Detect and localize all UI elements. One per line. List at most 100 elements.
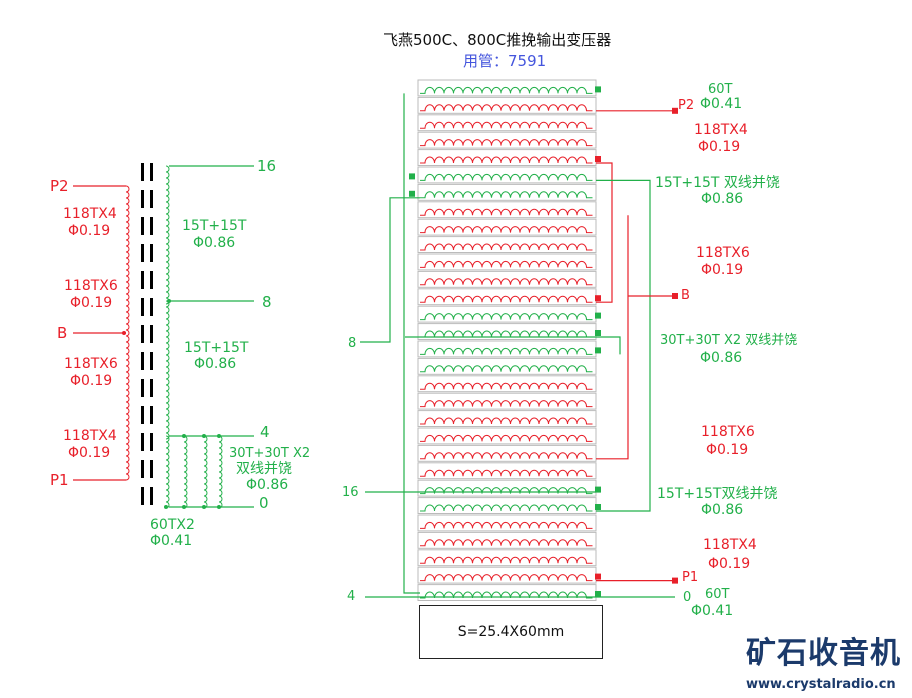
winding-turns [420, 243, 593, 251]
tap-16: 16 [257, 157, 277, 175]
winding-strip [417, 114, 597, 132]
parallel-coil [165, 435, 170, 509]
tap-dot [182, 505, 186, 509]
winding-turns [420, 452, 593, 460]
winding-turns [420, 191, 593, 199]
secondary-coil-1 [165, 165, 170, 305]
b-terminal: B [681, 288, 690, 303]
sec3-turns: 30T+30T X2 [229, 446, 311, 461]
r4-wire: Φ0.19 [708, 556, 751, 572]
core-bar [141, 271, 144, 289]
r4-turns: 118TX4 [703, 537, 757, 553]
core-bar [150, 460, 153, 478]
tap-8: 8 [262, 293, 272, 311]
winding-turns [420, 469, 593, 477]
logo-url[interactable]: www.crystalradio.cn [746, 677, 896, 692]
sec-link [596, 179, 651, 512]
g1-turns: 15T+15T 双线并饶 [655, 175, 780, 191]
core-bar [141, 460, 144, 478]
g2-wire: Φ0.86 [700, 350, 743, 366]
winding-strip [417, 531, 597, 549]
core-bar [141, 352, 144, 370]
winding-turns [420, 382, 593, 390]
core-bar [150, 433, 153, 451]
core-bar [141, 244, 144, 262]
tap-dot [217, 434, 221, 438]
winding-turns [420, 121, 593, 129]
g3-wire: Φ0.86 [701, 502, 744, 518]
winding-turns [420, 313, 593, 321]
parallel-coil [183, 435, 188, 509]
winding-turns [420, 504, 593, 512]
core-bar [150, 487, 153, 505]
core-bar [150, 298, 153, 316]
terminal-dot [595, 295, 601, 302]
core-bar [150, 244, 153, 262]
parallel-link [405, 336, 621, 355]
pri2-turns: 118TX6 [64, 278, 118, 294]
tertiary-turns: 60TX2 [150, 517, 195, 533]
terminal-dot [595, 504, 601, 510]
winding-turns [420, 295, 593, 303]
logo-name: 矿石收音机 [746, 636, 901, 671]
p2-label: P2 [50, 177, 69, 195]
primary-coil [125, 185, 130, 481]
winding-turns [420, 556, 593, 564]
tap-dot [182, 434, 186, 438]
layout-tap-8: 8 [348, 336, 357, 351]
pri2-wire: Φ0.19 [70, 295, 113, 311]
layout-tap-4: 4 [347, 589, 356, 604]
core-bar [150, 190, 153, 208]
winding-turns [420, 278, 593, 286]
winding-strip [417, 131, 597, 149]
winding-strip [417, 270, 597, 288]
winding-strip [417, 392, 597, 410]
winding-strip [417, 183, 597, 201]
core-bar [150, 217, 153, 235]
winding-strip [417, 236, 597, 254]
pri1-turns: 118TX4 [63, 206, 117, 222]
r1-wire: Φ0.19 [698, 139, 741, 155]
tap-dot [167, 299, 171, 303]
winding-turns [420, 365, 593, 373]
winding-strip [417, 444, 597, 462]
parallel-coil [218, 435, 223, 509]
core-bar [150, 271, 153, 289]
core-bar [141, 298, 144, 316]
sec2-wire: Φ0.86 [194, 356, 237, 372]
terminal-dot [595, 156, 601, 162]
core-bar [141, 379, 144, 397]
core-bar [150, 406, 153, 424]
pri1-wire: Φ0.19 [68, 223, 111, 239]
g1-wire: Φ0.86 [701, 191, 744, 207]
core-bar [150, 325, 153, 343]
core-bar [141, 325, 144, 343]
winding-strip [417, 357, 597, 375]
pri3-turns: 118TX6 [64, 356, 118, 372]
terminal-dot [595, 347, 601, 354]
r2-wire: Φ0.19 [701, 262, 744, 278]
r1-turns: 118TX4 [694, 122, 748, 138]
pri3-wire: Φ0.19 [70, 373, 113, 389]
winding-turns [420, 104, 593, 112]
60t-return [403, 93, 420, 594]
terminal-dot [409, 190, 415, 197]
p1-label: P1 [50, 471, 69, 489]
terminal-dot [672, 107, 678, 114]
winding-turns [420, 591, 593, 599]
bottom-60t-wire: Φ0.41 [691, 603, 734, 619]
tap-dot [202, 434, 206, 438]
tap-dot [164, 505, 168, 509]
tap8-wire [360, 197, 420, 343]
layout-tap-16: 16 [342, 485, 359, 500]
winding-strip [417, 218, 597, 236]
winding-strip [417, 96, 597, 114]
tap-0: 0 [259, 494, 269, 512]
winding-turns [420, 330, 593, 338]
winding-turns [420, 139, 593, 147]
core-bar [141, 217, 144, 235]
core-bar [141, 163, 144, 181]
layout-tap-0: 0 [683, 590, 692, 605]
top-60t-turns: 60T [708, 82, 733, 97]
